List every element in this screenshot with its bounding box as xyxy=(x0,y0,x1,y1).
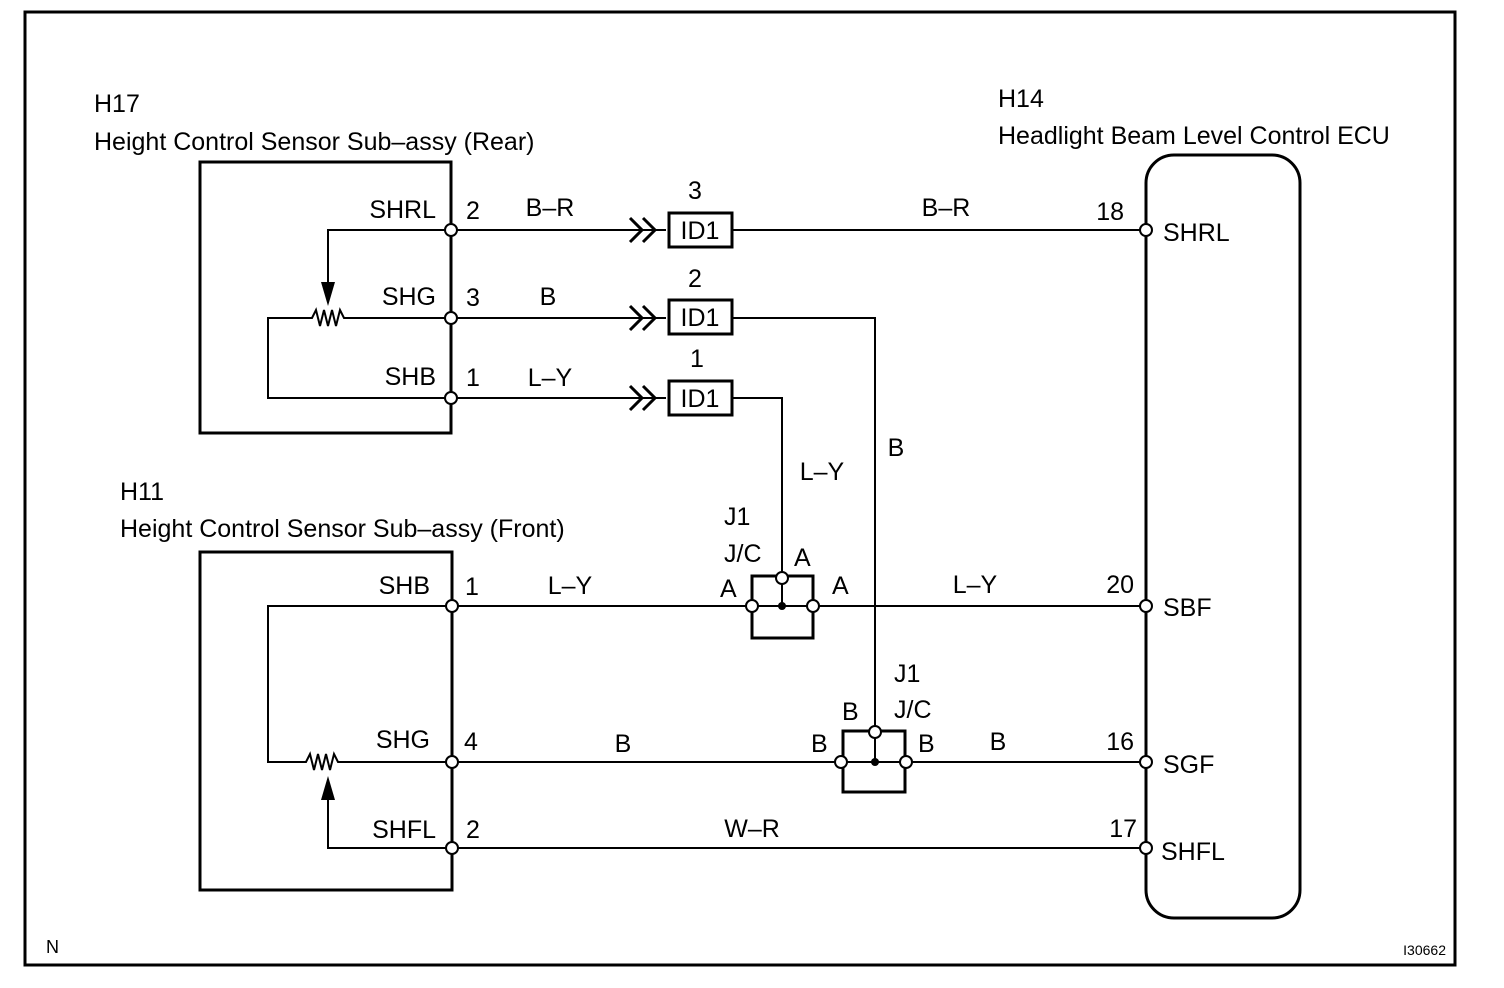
j1a-splice-dot xyxy=(778,602,786,610)
wire-color-label: B xyxy=(615,730,632,758)
terminal xyxy=(444,311,458,325)
wire-color-label: L–Y xyxy=(528,364,573,392)
wire-color-label: B xyxy=(888,434,905,462)
terminal xyxy=(1139,841,1153,855)
h14-pin-signal: SGF xyxy=(1163,751,1214,779)
h14-pin-signal: SHRL xyxy=(1163,219,1230,247)
j1b-pin-label: B xyxy=(811,730,828,758)
terminal xyxy=(1139,223,1153,237)
h17-pin-number: 1 xyxy=(466,364,480,392)
h11-pin-number: 2 xyxy=(466,816,480,844)
wire-color-label: L–Y xyxy=(800,458,845,486)
h17-wiper-line xyxy=(327,229,451,296)
h14-pin-signal: SHFL xyxy=(1161,838,1225,866)
wire-color-label: B–R xyxy=(526,194,575,222)
terminal xyxy=(1139,755,1153,769)
h14-pin-number: 17 xyxy=(1109,815,1137,843)
id1-pin-number: 1 xyxy=(690,345,704,373)
h14-pin-number: 18 xyxy=(1096,198,1124,226)
id1-pin-number: 3 xyxy=(688,177,702,205)
j1b-splice-dot xyxy=(871,758,879,766)
wire-color-label: B xyxy=(990,728,1007,756)
wire-color-label: B–R xyxy=(922,194,971,222)
h11-pin-signal: SHB xyxy=(379,572,430,600)
h11-pin-number: 1 xyxy=(465,573,479,601)
j1a-code: J1 xyxy=(724,503,750,531)
h11-resistor xyxy=(267,605,452,771)
id1-label: ID1 xyxy=(681,217,720,245)
h17-pin-signal: SHG xyxy=(382,283,436,311)
j1b-pin-label: B xyxy=(842,698,859,726)
terminal xyxy=(445,841,459,855)
h14-pin-number: 16 xyxy=(1106,728,1134,756)
terminal xyxy=(834,755,848,769)
figure-id: I30662 xyxy=(1403,942,1446,958)
wire-vertical-b xyxy=(732,317,876,726)
terminal xyxy=(745,599,759,613)
id1-label: ID1 xyxy=(681,304,720,332)
h14-ecu-box xyxy=(1144,153,1302,920)
terminal xyxy=(868,725,882,739)
id1-label: ID1 xyxy=(681,385,720,413)
h14-pin-signal: SBF xyxy=(1163,594,1212,622)
h11-code: H11 xyxy=(120,478,164,506)
h17-pin-signal: SHRL xyxy=(369,196,436,224)
terminal xyxy=(445,599,459,613)
terminal xyxy=(775,571,789,585)
footer-left-mark: N xyxy=(46,937,59,957)
h17-pin-number: 2 xyxy=(466,197,480,225)
connector-chevron-icon xyxy=(628,384,658,412)
terminal xyxy=(806,599,820,613)
terminal xyxy=(444,391,458,405)
h14-name: Headlight Beam Level Control ECU xyxy=(998,122,1390,150)
terminal xyxy=(445,755,459,769)
id1-pin-number: 2 xyxy=(688,265,702,293)
h11-wiper-arrow-icon xyxy=(321,776,335,800)
h11-name: Height Control Sensor Sub–assy (Front) xyxy=(120,515,565,543)
wire-color-label: L–Y xyxy=(548,572,593,600)
j1b-pin-label: B xyxy=(918,730,935,758)
h17-sensor-box xyxy=(198,160,453,435)
h17-wiper-arrow-icon xyxy=(321,282,335,306)
terminal xyxy=(1139,599,1153,613)
j1a-pin-label: A xyxy=(720,575,737,603)
j1a-pin-label: A xyxy=(832,572,849,600)
j1a-pin-label: A xyxy=(794,544,811,572)
wire-vertical-ly xyxy=(732,397,783,572)
terminal xyxy=(444,223,458,237)
connector-chevron-icon xyxy=(628,216,658,244)
diagram-frame xyxy=(23,10,1457,967)
h14-pin-number: 20 xyxy=(1106,571,1134,599)
h17-name: Height Control Sensor Sub–assy (Rear) xyxy=(94,128,534,156)
terminal xyxy=(899,755,913,769)
h14-code: H14 xyxy=(998,85,1044,113)
h11-pin-signal: SHFL xyxy=(372,816,436,844)
j1b-type: J/C xyxy=(894,696,932,724)
h11-pin-signal: SHG xyxy=(376,726,430,754)
wire-color-label: L–Y xyxy=(953,571,998,599)
h17-resistor xyxy=(267,307,451,399)
connector-chevron-icon xyxy=(628,304,658,332)
h11-sensor-box xyxy=(198,550,454,892)
wire-color-label: W–R xyxy=(724,815,780,843)
h17-pin-number: 3 xyxy=(466,284,480,312)
h17-code: H17 xyxy=(94,90,140,118)
terminal-group xyxy=(444,223,1153,855)
j1b-code: J1 xyxy=(894,660,920,688)
h17-pin-signal: SHB xyxy=(385,363,436,391)
wire-color-label: B xyxy=(540,283,557,311)
j1a-type: J/C xyxy=(724,540,762,568)
h11-pin-number: 4 xyxy=(464,728,478,756)
h11-wiper-line xyxy=(327,786,452,849)
